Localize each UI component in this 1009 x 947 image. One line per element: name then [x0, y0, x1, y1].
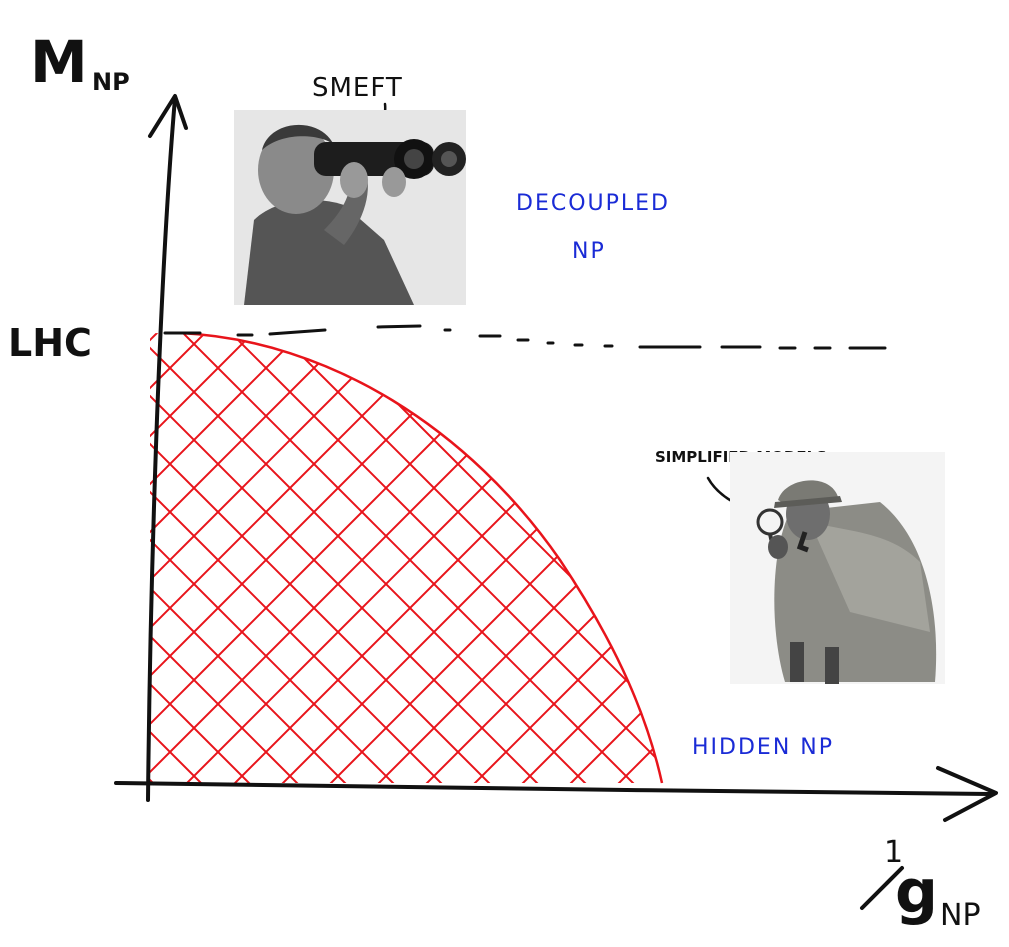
- y-axis-label-subscript: NP: [92, 68, 130, 96]
- hidden-np-label: HIDDEN NP: [692, 735, 834, 760]
- x-axis-label-subscript: NP: [940, 898, 981, 933]
- detective-with-magnifier-photo: [730, 452, 945, 684]
- hatch-line: [150, 333, 335, 783]
- y-axis-label: M: [30, 28, 88, 96]
- lhc-label: LHC: [8, 321, 92, 365]
- hatch-line: [0, 300, 94, 820]
- y-axis-arrowhead: [148, 94, 188, 138]
- hatch-line: [0, 300, 142, 820]
- hatch-line: [437, 333, 662, 783]
- x-axis: [114, 781, 992, 796]
- hatch-line: [293, 333, 662, 783]
- hatch-line: [150, 333, 383, 783]
- hatch-line: [150, 333, 191, 783]
- hatch-line: [150, 333, 431, 783]
- hatch-line: [150, 333, 431, 783]
- hatch-line: [150, 333, 287, 783]
- hatch-line: [150, 333, 191, 783]
- hatch-line: [485, 333, 662, 783]
- hatch-line: [0, 300, 142, 820]
- hatch-line: [150, 333, 239, 783]
- hatch-line: [150, 333, 479, 783]
- decoupled-np-label-line2: NP: [572, 239, 606, 264]
- x-axis-arrowhead: [936, 766, 998, 822]
- decoupled-np-label-line1: DECOUPLED: [516, 191, 670, 216]
- x-axis-label-fraction-slash: [860, 866, 904, 910]
- hatch-line: [966, 300, 1009, 820]
- hatch-line: [966, 300, 1009, 820]
- hatch-line: [150, 333, 383, 783]
- hatch-line: [0, 300, 94, 820]
- y-axis: [146, 96, 177, 802]
- lhc-dashed-line: [163, 324, 887, 350]
- smeft-annotation: SMEFT: [312, 73, 403, 103]
- hatch-line: [533, 333, 662, 783]
- hatch-line: [150, 333, 239, 783]
- x-axis-label-numerator: 1: [884, 835, 903, 870]
- hatch-line: [150, 333, 479, 783]
- x-axis-label: g: [895, 857, 938, 927]
- person-with-binoculars-photo: [234, 110, 466, 305]
- exclusion-boundary-curve: [179, 331, 664, 784]
- hatch-line: [150, 333, 335, 783]
- hatch-line: [150, 333, 287, 783]
- hatch-line: [245, 333, 662, 783]
